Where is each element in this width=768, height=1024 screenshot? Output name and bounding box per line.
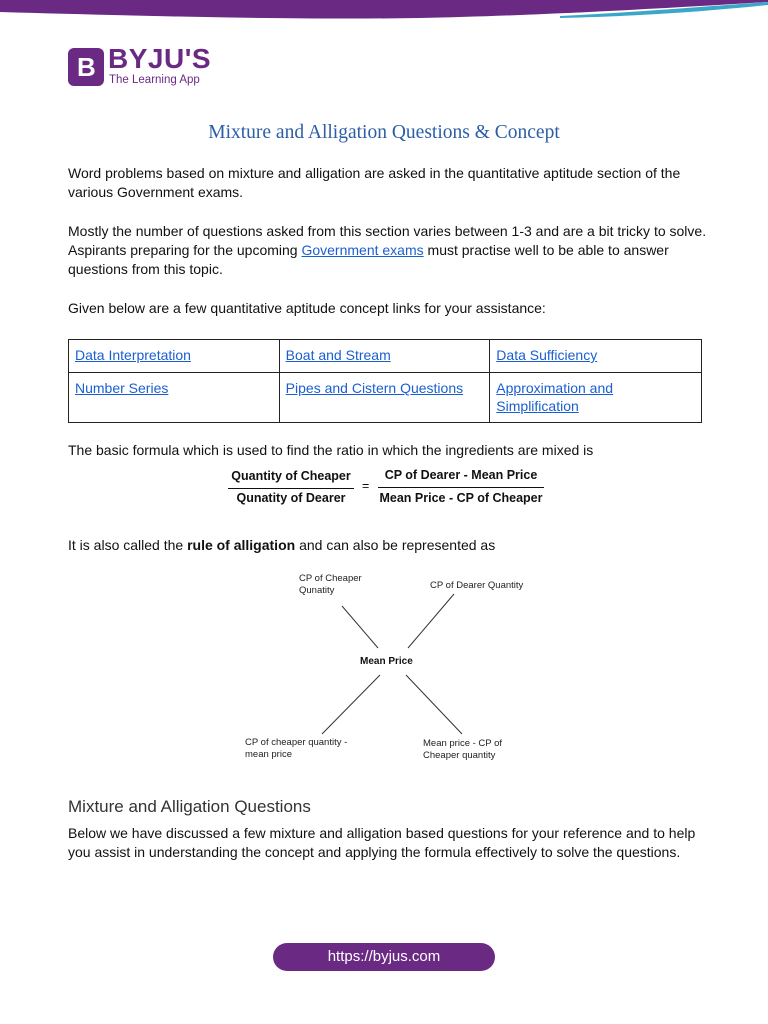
diagram-top-left-label: CP of Cheaper Qunatity bbox=[299, 573, 362, 597]
diagram-line-bottom-left bbox=[321, 674, 381, 735]
formula-left-denominator: Qunatity of Dearer bbox=[236, 491, 346, 505]
alligation-formula: Quantity of Cheaper Qunatity of Dearer =… bbox=[228, 467, 544, 509]
concept-links-table: Data Interpretation Boat and Stream Data… bbox=[68, 339, 702, 423]
boat-and-stream-link[interactable]: Boat and Stream bbox=[285, 347, 391, 363]
table-cell: Boat and Stream bbox=[278, 339, 491, 373]
rule-text-after: and can also be represented as bbox=[295, 537, 496, 553]
intro-paragraph-1: Word problems based on mixture and allig… bbox=[68, 165, 681, 200]
diagram-line-top-left bbox=[341, 605, 379, 649]
diagram-bottom-right-line-2: Cheaper quantity bbox=[423, 750, 496, 761]
diagram-bottom-left-line-2: mean price bbox=[245, 749, 292, 760]
diagram-top-left-line-2: Qunatity bbox=[299, 585, 335, 596]
intro-paragraph-2: Mostly the number of questions asked fro… bbox=[68, 222, 708, 279]
data-sufficiency-link[interactable]: Data Sufficiency bbox=[496, 347, 598, 363]
formula-right-denominator: Mean Price - CP of Cheaper bbox=[379, 491, 543, 505]
table-row: Data Interpretation Boat and Stream Data… bbox=[68, 339, 702, 373]
table-cell: Pipes and Cistern Questions bbox=[278, 372, 491, 423]
intro-paragraph-2-tail: must practise well to be able to answer … bbox=[68, 242, 669, 277]
number-series-link[interactable]: Number Series bbox=[75, 380, 169, 396]
government-exams-link[interactable]: Government exams bbox=[301, 242, 424, 258]
rule-text-before: It is also called the bbox=[68, 537, 188, 553]
intro-paragraph-2-text: Mostly the number of questions asked fro… bbox=[68, 223, 707, 258]
formula-intro: The basic formula which is used to find … bbox=[68, 442, 594, 458]
diagram-top-left-line-1: CP of Cheaper bbox=[299, 573, 362, 584]
formula-equals: = bbox=[362, 479, 370, 493]
footer-url-text: https://byjus.com bbox=[327, 948, 441, 965]
table-cell: Data Sufficiency bbox=[489, 339, 702, 373]
table-cell: Number Series bbox=[68, 372, 280, 423]
data-interpretation-link[interactable]: Data Interpretation bbox=[75, 347, 191, 363]
section-heading: Mixture and Alligation Questions bbox=[68, 797, 311, 816]
top-banner bbox=[0, 0, 768, 19]
formula-left-numerator: Quantity of Cheaper bbox=[231, 469, 351, 483]
rule-sentence: It is also called the rule of alligation… bbox=[68, 536, 708, 555]
diagram-top-right-label: CP of Dearer Quantity bbox=[430, 580, 524, 591]
diagram-bottom-left-label: CP of cheaper quantity - mean price bbox=[245, 737, 347, 761]
diagram-center-label: Mean Price bbox=[360, 656, 413, 667]
rule-of-alligation-bold: rule of alligation bbox=[187, 537, 296, 553]
approximation-simplification-link[interactable]: Approximation and Simplification bbox=[496, 380, 614, 414]
footer-url-button[interactable]: https://byjus.com bbox=[273, 943, 495, 971]
formula-left-fraction-bar bbox=[228, 488, 354, 489]
page-title: Mixture and Alligation Questions & Conce… bbox=[208, 122, 560, 143]
diagram-bottom-left-line-1: CP of cheaper quantity - bbox=[245, 737, 348, 748]
diagram-line-top-right bbox=[407, 593, 455, 649]
table-cell: Approximation and Simplification bbox=[489, 372, 702, 423]
logo-mark-icon: B bbox=[68, 48, 104, 86]
brand-name: BYJU'S bbox=[108, 43, 212, 74]
section-body: Below we have discussed a few mixture an… bbox=[68, 825, 696, 860]
formula-right-fraction-bar bbox=[378, 487, 544, 488]
diagram-bottom-right-label: Mean price - CP of Cheaper quantity bbox=[423, 738, 502, 762]
brand-tagline: The Learning App bbox=[109, 74, 200, 86]
pipes-and-cistern-link[interactable]: Pipes and Cistern Questions bbox=[285, 380, 464, 396]
intro-paragraph-3: Given below are a few quantitative aptit… bbox=[68, 300, 546, 316]
table-cell: Data Interpretation bbox=[68, 339, 280, 373]
diagram-bottom-right-line-1: Mean price - CP of bbox=[423, 738, 503, 749]
diagram-line-bottom-right bbox=[405, 674, 463, 735]
table-row: Number Series Pipes and Cistern Question… bbox=[68, 372, 702, 423]
formula-right-numerator: CP of Dearer - Mean Price bbox=[384, 468, 538, 482]
